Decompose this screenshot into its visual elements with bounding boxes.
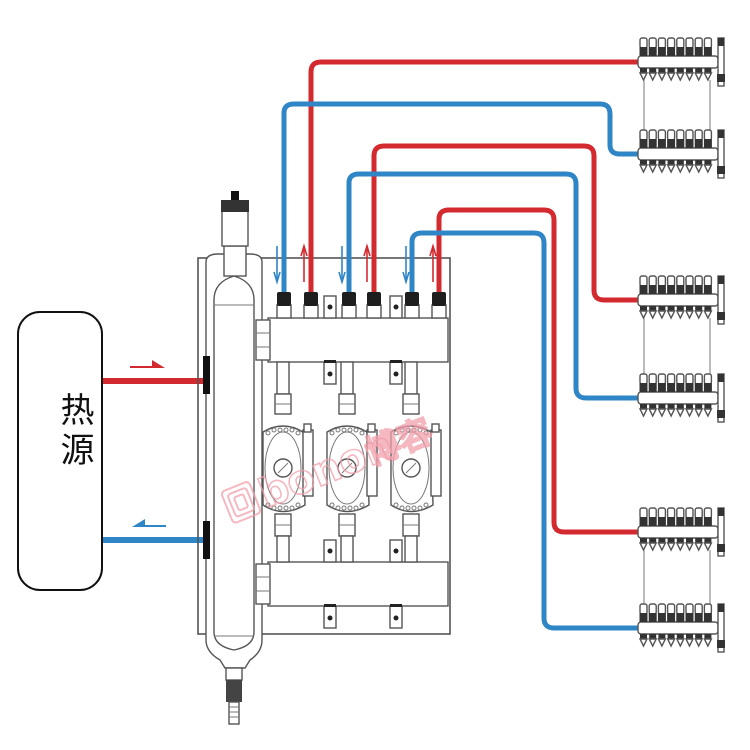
- supply-pipe-circuit-3: [436, 207, 638, 535]
- distribution-pipes: [281, 59, 638, 631]
- return-pipe-circuit-3: [409, 230, 638, 631]
- header-bracket: [389, 539, 403, 629]
- return-pipe-circuit-1: [281, 101, 638, 292]
- supply-header: [255, 295, 449, 385]
- floor-manifold-return: [637, 603, 725, 653]
- floor-manifold-return: [637, 373, 725, 423]
- return-flow-arrow-icon: [132, 519, 166, 527]
- supply-valve: [366, 292, 382, 319]
- mounting-plate: [197, 257, 451, 635]
- return-header: [255, 539, 449, 629]
- header-bracket: [323, 295, 337, 385]
- return-valve: [276, 292, 292, 319]
- header-bracket: [389, 295, 403, 385]
- heat-source-box: [17, 311, 103, 591]
- supply-pipe-circuit-1: [308, 59, 638, 292]
- return-pipe-circuit-2: [346, 171, 638, 401]
- return-flow-arrow-icon: [273, 246, 281, 285]
- drain-valve: [228, 701, 240, 725]
- floor-manifold-supply: [637, 275, 725, 374]
- return-valve: [341, 292, 357, 319]
- supply-valve: [303, 292, 319, 319]
- circulation-pump: [390, 361, 442, 563]
- floor-manifold-supply: [637, 37, 725, 130]
- circulation-pump: [262, 361, 314, 563]
- return-flow-arrow-icon: [402, 246, 410, 285]
- header-bracket: [323, 539, 337, 629]
- heat-source-label: 热源: [54, 392, 94, 472]
- floor-manifold-return: [637, 129, 725, 179]
- supply-pipe-circuit-2: [371, 143, 638, 303]
- supply-flow-arrow-icon: [130, 360, 165, 368]
- supply-flow-arrow-icon: [429, 243, 437, 282]
- return-valve: [404, 292, 420, 319]
- supply-valve: [431, 292, 447, 319]
- hydraulic-separator: [203, 191, 263, 725]
- supply-flow-arrow-icon: [363, 243, 371, 282]
- air-vent: [221, 205, 249, 247]
- supply-flow-arrow-icon: [300, 243, 308, 282]
- floor-manifold-supply: [637, 507, 725, 604]
- circulation-pump: [326, 361, 378, 563]
- return-flow-arrow-icon: [338, 246, 346, 285]
